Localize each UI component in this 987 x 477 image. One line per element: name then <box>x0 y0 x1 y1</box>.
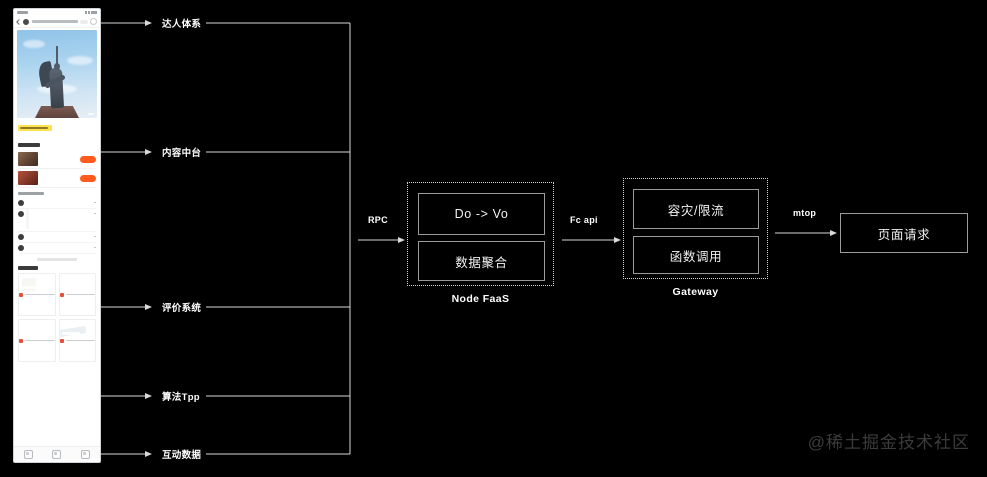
list-item[interactable] <box>18 150 96 169</box>
follow-button[interactable] <box>80 19 88 24</box>
comment-menu-icon[interactable] <box>94 246 96 249</box>
highlight-tag <box>18 125 52 131</box>
avatar[interactable] <box>23 18 29 25</box>
comments-section-title <box>18 192 44 195</box>
avatar[interactable] <box>18 233 24 240</box>
card-image-caption <box>61 285 80 289</box>
source-label-5: 互动数据 <box>162 450 202 461</box>
gateway-group: 容灾/限流 函数调用 Gateway <box>623 178 768 298</box>
card-badge-icon <box>19 292 23 297</box>
tab-home-icon[interactable] <box>23 450 33 459</box>
gateway-box-function-call[interactable]: 函数调用 <box>633 236 759 274</box>
tab-discover-icon[interactable] <box>52 450 62 459</box>
author-name <box>32 20 78 23</box>
phone-nav-bar <box>14 16 100 28</box>
gateway-box-disaster-recovery[interactable]: 容灾/限流 <box>633 189 759 229</box>
battery-icon <box>91 11 97 14</box>
watermark: @稀土掘金技术社区 <box>807 433 970 452</box>
card[interactable] <box>58 272 96 316</box>
phone-status-bar <box>14 9 100 16</box>
card-badge-icon <box>59 338 64 343</box>
card-image-caption <box>21 331 39 335</box>
card[interactable] <box>58 318 96 362</box>
wifi-icon <box>88 11 90 14</box>
buy-button[interactable] <box>80 174 96 182</box>
output-box-page-request[interactable]: 页面请求 <box>840 213 968 253</box>
card-image-caption <box>21 285 39 289</box>
hero-image <box>17 30 97 118</box>
card-author <box>65 293 95 296</box>
avatar[interactable] <box>18 210 24 217</box>
gateway-caption: Gateway <box>672 286 719 298</box>
comment-reply <box>26 209 29 229</box>
card-image-caption <box>61 331 80 335</box>
card-footer <box>19 338 55 343</box>
phone-tab-bar <box>14 446 100 462</box>
source-label-1: 达人体系 <box>162 19 202 30</box>
card-body <box>19 274 55 315</box>
buy-button[interactable] <box>80 155 96 163</box>
card-author <box>65 339 95 342</box>
source-label-2: 内容中台 <box>162 148 202 159</box>
back-arrow-icon[interactable] <box>16 18 22 25</box>
edge-label-rpc: RPC <box>368 215 388 225</box>
node-faas-group: Do -> Vo 数据聚合 Node FaaS <box>407 182 554 305</box>
statue-figure <box>36 46 72 109</box>
comment-item <box>18 209 96 232</box>
comment-item <box>18 243 96 254</box>
edge-label-mtop: mtop <box>793 208 817 218</box>
card-badge-icon <box>59 292 64 297</box>
comment-menu-icon[interactable] <box>94 212 96 215</box>
avatar[interactable] <box>18 244 24 251</box>
statue-head <box>54 63 60 70</box>
related-cards-grid <box>18 272 96 362</box>
card-author <box>25 293 55 296</box>
node-faas-caption: Node FaaS <box>451 293 510 305</box>
comment-menu-icon[interactable] <box>94 235 96 238</box>
edge-label-fc-api: Fc api <box>570 215 598 225</box>
card-body <box>59 274 95 315</box>
list-item[interactable] <box>18 169 96 188</box>
cloud-shape <box>67 56 93 65</box>
source-label-4: 算法Tpp <box>162 392 200 403</box>
recommend-section-title <box>18 143 40 147</box>
comment-item <box>18 198 96 209</box>
related-section-title <box>18 265 38 270</box>
comment-body <box>26 209 92 229</box>
statue-pedestal <box>35 106 79 118</box>
comment-item <box>18 232 96 243</box>
source-label-3: 评价系统 <box>162 303 202 314</box>
article-body <box>14 118 100 362</box>
card[interactable] <box>18 272 56 316</box>
node-faas-box-data-aggregation[interactable]: 数据聚合 <box>418 241 545 281</box>
card-footer <box>59 338 95 343</box>
more-icon[interactable] <box>90 18 97 25</box>
cloud-shape <box>23 40 45 48</box>
item-thumbnail <box>18 171 38 185</box>
tab-profile-icon[interactable] <box>81 450 91 459</box>
card-badge-icon <box>19 338 23 343</box>
status-icons <box>85 11 97 14</box>
hero-image-caption <box>88 113 94 115</box>
card-footer <box>19 292 55 297</box>
signal-icon <box>85 11 87 14</box>
card-body <box>19 320 55 361</box>
comment-menu-icon[interactable] <box>94 201 96 204</box>
card-author <box>25 339 55 342</box>
load-more-button[interactable] <box>37 257 77 261</box>
node-faas-box-do-vo[interactable]: Do -> Vo <box>418 193 545 235</box>
card-footer <box>59 292 95 297</box>
phone-mockup <box>13 8 101 463</box>
status-time <box>17 11 28 14</box>
avatar[interactable] <box>18 199 24 206</box>
card-body <box>59 320 95 361</box>
card[interactable] <box>18 318 56 362</box>
item-thumbnail <box>18 152 38 166</box>
